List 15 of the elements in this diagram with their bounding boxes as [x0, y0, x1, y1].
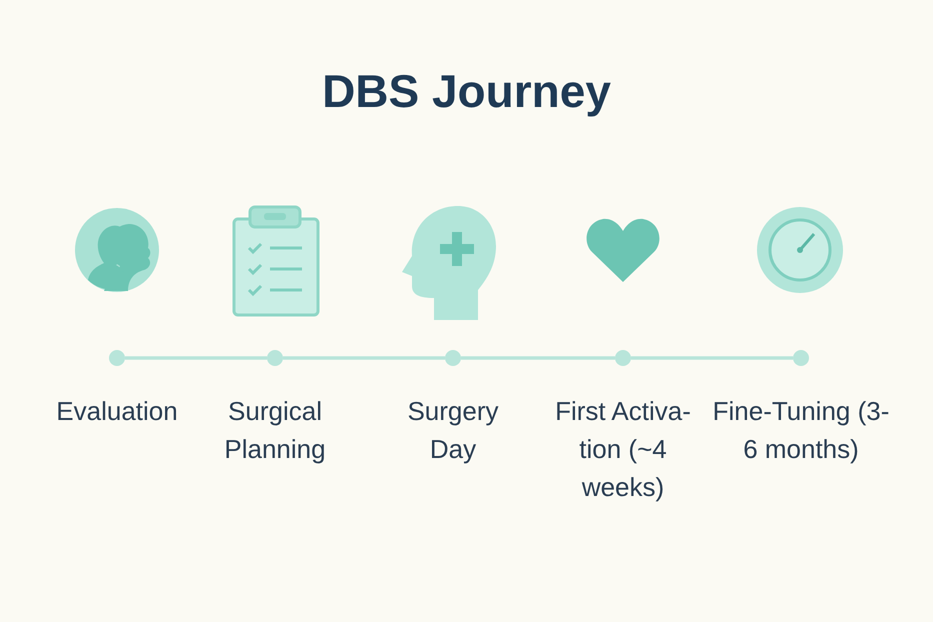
step-label: Fine-Tuning (3-6 months) — [712, 395, 890, 466]
timeline-line — [125, 356, 267, 360]
title: DBS Journey — [321, 64, 612, 118]
timeline-dot — [615, 350, 631, 366]
timeline-dot — [793, 350, 809, 366]
timeline-line — [461, 356, 615, 360]
timeline-line — [283, 356, 445, 360]
timeline-dot — [267, 350, 283, 366]
timeline-dot — [445, 350, 461, 366]
step-label: Surgery Day — [406, 395, 500, 466]
timeline-dot — [109, 350, 125, 366]
timeline-line — [631, 356, 793, 360]
step-label: Surgical Planning — [223, 395, 327, 466]
step-label: First Activa- tion (~4 weeks) — [554, 395, 692, 504]
step-label: Evaluation — [55, 395, 179, 428]
